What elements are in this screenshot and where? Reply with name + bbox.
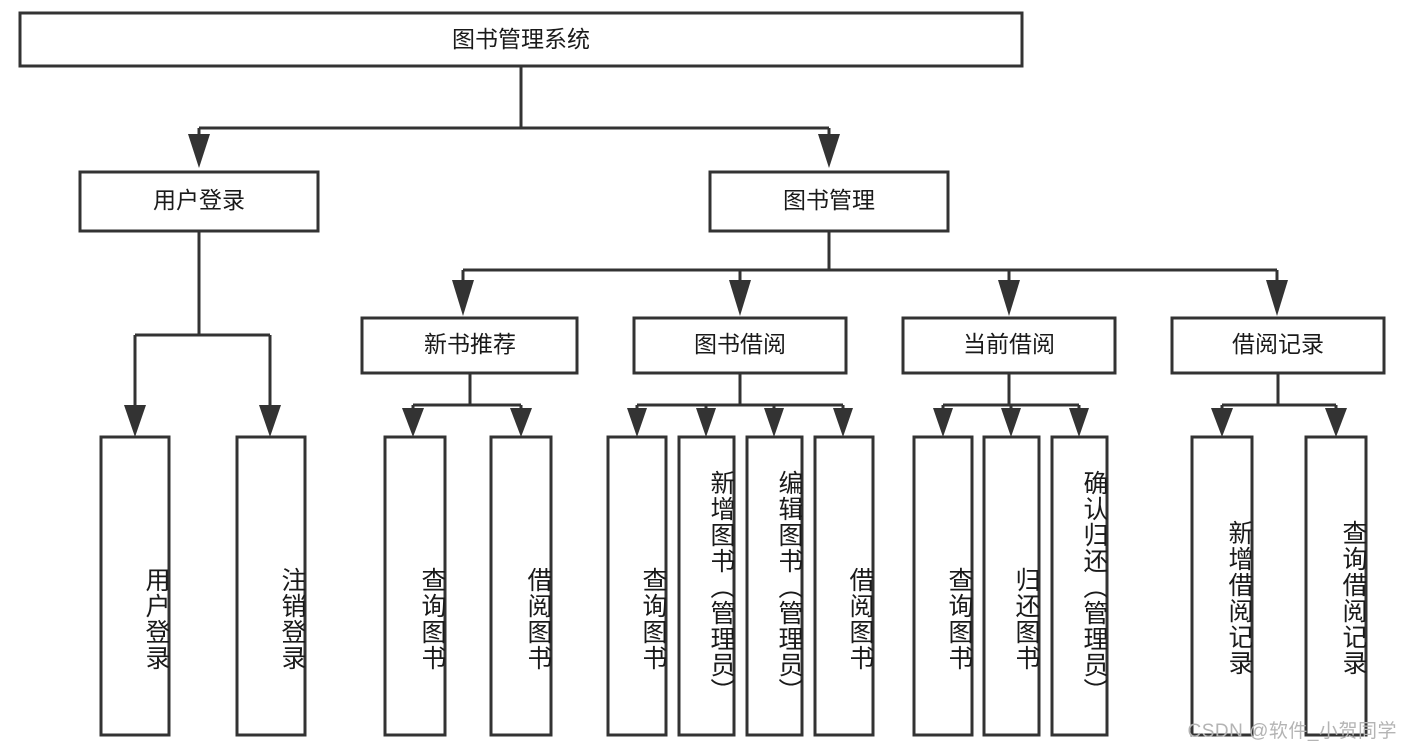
- arrow-head-leaf-book-borrow-1: [696, 408, 716, 437]
- node-label-book-borrow: 图书借阅: [694, 331, 786, 357]
- arrow-head-leaf-book-borrow-2: [764, 408, 784, 437]
- node-box-leaf-borrow-record-0[interactable]: [1190, 435, 1254, 737]
- node-label-new-book-recommend: 新书推荐: [424, 331, 516, 357]
- node-box-leaf-book-borrow-1[interactable]: [677, 435, 736, 737]
- node-box-leaf-new-book-1[interactable]: [489, 435, 553, 737]
- arrow-head-leaf-new-book-1: [510, 408, 532, 437]
- watermark-text: CSDN @软件_小贺同学: [1187, 721, 1397, 742]
- arrow-head-leaf-user-login-1: [259, 405, 281, 437]
- arrow-head-user-login: [188, 134, 210, 168]
- node-box-leaf-current-borrow-1[interactable]: [982, 435, 1041, 737]
- arrow-head-level2-2: [998, 280, 1020, 316]
- node-box-root[interactable]: [18, 11, 1024, 68]
- arrow-head-leaf-current-borrow-2: [1069, 408, 1089, 437]
- node-box-book-borrow[interactable]: [632, 316, 848, 375]
- node-box-leaf-book-borrow-0[interactable]: [606, 435, 668, 737]
- arrow-head-leaf-borrow-record-0: [1211, 408, 1233, 437]
- node-label-current-borrow: 当前借阅: [963, 331, 1055, 357]
- arrow-head-leaf-borrow-record-1: [1325, 408, 1347, 437]
- node-box-current-borrow[interactable]: [901, 316, 1117, 375]
- arrow-head-leaf-book-borrow-3: [833, 408, 853, 437]
- node-label-root: 图书管理系统: [452, 26, 590, 52]
- node-box-leaf-new-book-0[interactable]: [383, 435, 447, 737]
- node-box-leaf-borrow-record-1[interactable]: [1304, 435, 1368, 737]
- arrow-head-leaf-user-login-0: [124, 405, 146, 437]
- node-box-leaf-current-borrow-2[interactable]: [1050, 435, 1109, 737]
- node-box-book-manage[interactable]: [708, 170, 950, 233]
- node-label-user-login: 用户登录: [153, 187, 245, 213]
- arrow-head-level2-3: [1266, 280, 1288, 316]
- arrow-head-leaf-current-borrow-1: [1001, 408, 1021, 437]
- node-box-leaf-book-borrow-3[interactable]: [813, 435, 875, 737]
- arrow-head-book-manage: [818, 134, 840, 168]
- node-box-leaf-user-login-0[interactable]: [99, 435, 171, 737]
- node-label-book-manage: 图书管理: [783, 187, 875, 213]
- node-label-borrow-record: 借阅记录: [1232, 331, 1324, 357]
- arrow-head-level2-0: [452, 280, 474, 316]
- node-box-leaf-user-login-1[interactable]: [235, 435, 307, 737]
- node-box-leaf-book-borrow-2[interactable]: [745, 435, 804, 737]
- arrow-head-leaf-new-book-0: [402, 408, 424, 437]
- arrow-head-leaf-book-borrow-0: [627, 408, 647, 437]
- arrow-head-leaf-current-borrow-0: [933, 408, 953, 437]
- arrow-head-level2-1: [729, 280, 751, 316]
- node-box-borrow-record[interactable]: [1170, 316, 1386, 375]
- node-box-leaf-current-borrow-0[interactable]: [912, 435, 974, 737]
- node-box-new-book-recommend[interactable]: [360, 316, 579, 375]
